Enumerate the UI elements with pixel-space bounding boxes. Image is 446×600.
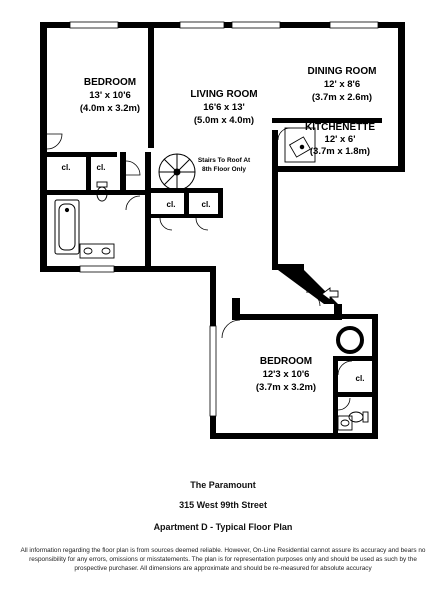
round-column xyxy=(336,326,364,354)
bedroom1-dim-imperial: 13' x 10'6 xyxy=(89,90,131,101)
dining-room-name: DINING ROOM xyxy=(308,66,377,77)
closet-label: cl. xyxy=(97,163,106,172)
corridor-wall xyxy=(232,298,240,316)
dining-room-dim-metric: (3.7m x 2.6m) xyxy=(312,92,372,103)
entry-arrow-icon xyxy=(321,287,339,301)
stairs-note-line1: Stairs To Roof At xyxy=(198,157,251,164)
diagonal-wall xyxy=(278,270,338,304)
disclaimer: All information regarding the floor plan… xyxy=(20,547,426,572)
doors xyxy=(46,127,353,411)
sink-icon xyxy=(337,415,353,431)
bedroom2-dim-metric: (3.7m x 3.2m) xyxy=(256,382,316,393)
bathtub xyxy=(54,199,80,255)
kitchenette-name: KITCHENETTE xyxy=(305,122,375,133)
dining-room-dim-imperial: 12' x 8'6 xyxy=(324,79,360,90)
stairs-note-line2: 8th Floor Only xyxy=(202,166,246,173)
kitchen-counter xyxy=(284,127,316,163)
closet-label: cl. xyxy=(167,200,176,209)
kitchenette-dim-imperial: 12' x 6' xyxy=(325,134,356,145)
toilet-icon xyxy=(348,411,369,423)
bedroom1-name: BEDROOM xyxy=(84,77,136,88)
living-room-dim-metric: (5.0m x 4.0m) xyxy=(194,115,254,126)
bedroom2-name: BEDROOM xyxy=(260,356,312,367)
corridor-wall xyxy=(334,304,342,320)
closet-label: cl. xyxy=(62,163,71,172)
bedroom2-dim-imperial: 12'3 x 10'6 xyxy=(263,369,310,380)
bedroom1-dim-metric: (4.0m x 3.2m) xyxy=(80,103,140,114)
living-room-dim-imperial: 16'6 x 13' xyxy=(203,102,245,113)
spiral-stairs xyxy=(158,153,196,191)
closet-label: cl. xyxy=(202,200,211,209)
building-name: The Paramount xyxy=(190,480,256,490)
corridor-wall xyxy=(232,314,342,320)
toilet-icon xyxy=(96,181,108,202)
building-address: 315 West 99th Street xyxy=(179,500,267,510)
windows xyxy=(69,21,379,417)
plan-title: Apartment D - Typical Floor Plan xyxy=(153,522,293,532)
floor-plan: BEDROOM 13' x 10'6 (4.0m x 3.2m) LIVING … xyxy=(40,21,405,439)
kitchenette-dim-metric: (3.7m x 1.8m) xyxy=(310,146,370,157)
living-room-name: LIVING ROOM xyxy=(190,89,257,100)
sink-icon xyxy=(79,243,115,259)
closet-label: cl. xyxy=(356,374,365,383)
